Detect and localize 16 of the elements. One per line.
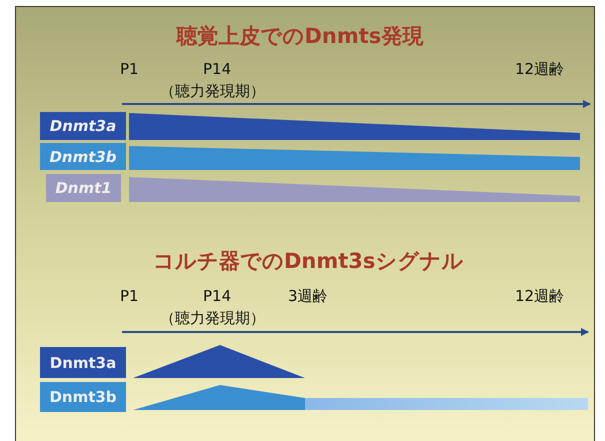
gene-label: Dnmt3a	[40, 112, 126, 140]
gene-label: Dnmt3a	[40, 347, 126, 378]
axis-label: P14	[203, 60, 232, 78]
section-heading: コルチ器でのDnmt3sシグナル	[153, 248, 464, 275]
axis-label: P1	[120, 60, 139, 78]
axis-label: P1	[120, 287, 139, 305]
axis-label: 12週齢	[515, 287, 564, 306]
gene-label: Dnmt1	[46, 174, 121, 202]
axis-label: P14	[203, 287, 232, 305]
gene-label: Dnmt3b	[40, 382, 126, 412]
gene-label: Dnmt3b	[40, 143, 126, 170]
title: 聴覚上皮でのDnmts発現	[176, 23, 424, 50]
axis-label: 12週齢	[515, 60, 564, 79]
axis-label: 3週齢	[288, 287, 328, 306]
axis-annotation: （聴力発現期）	[160, 82, 265, 101]
axis-annotation: （聴力発現期）	[160, 309, 265, 328]
